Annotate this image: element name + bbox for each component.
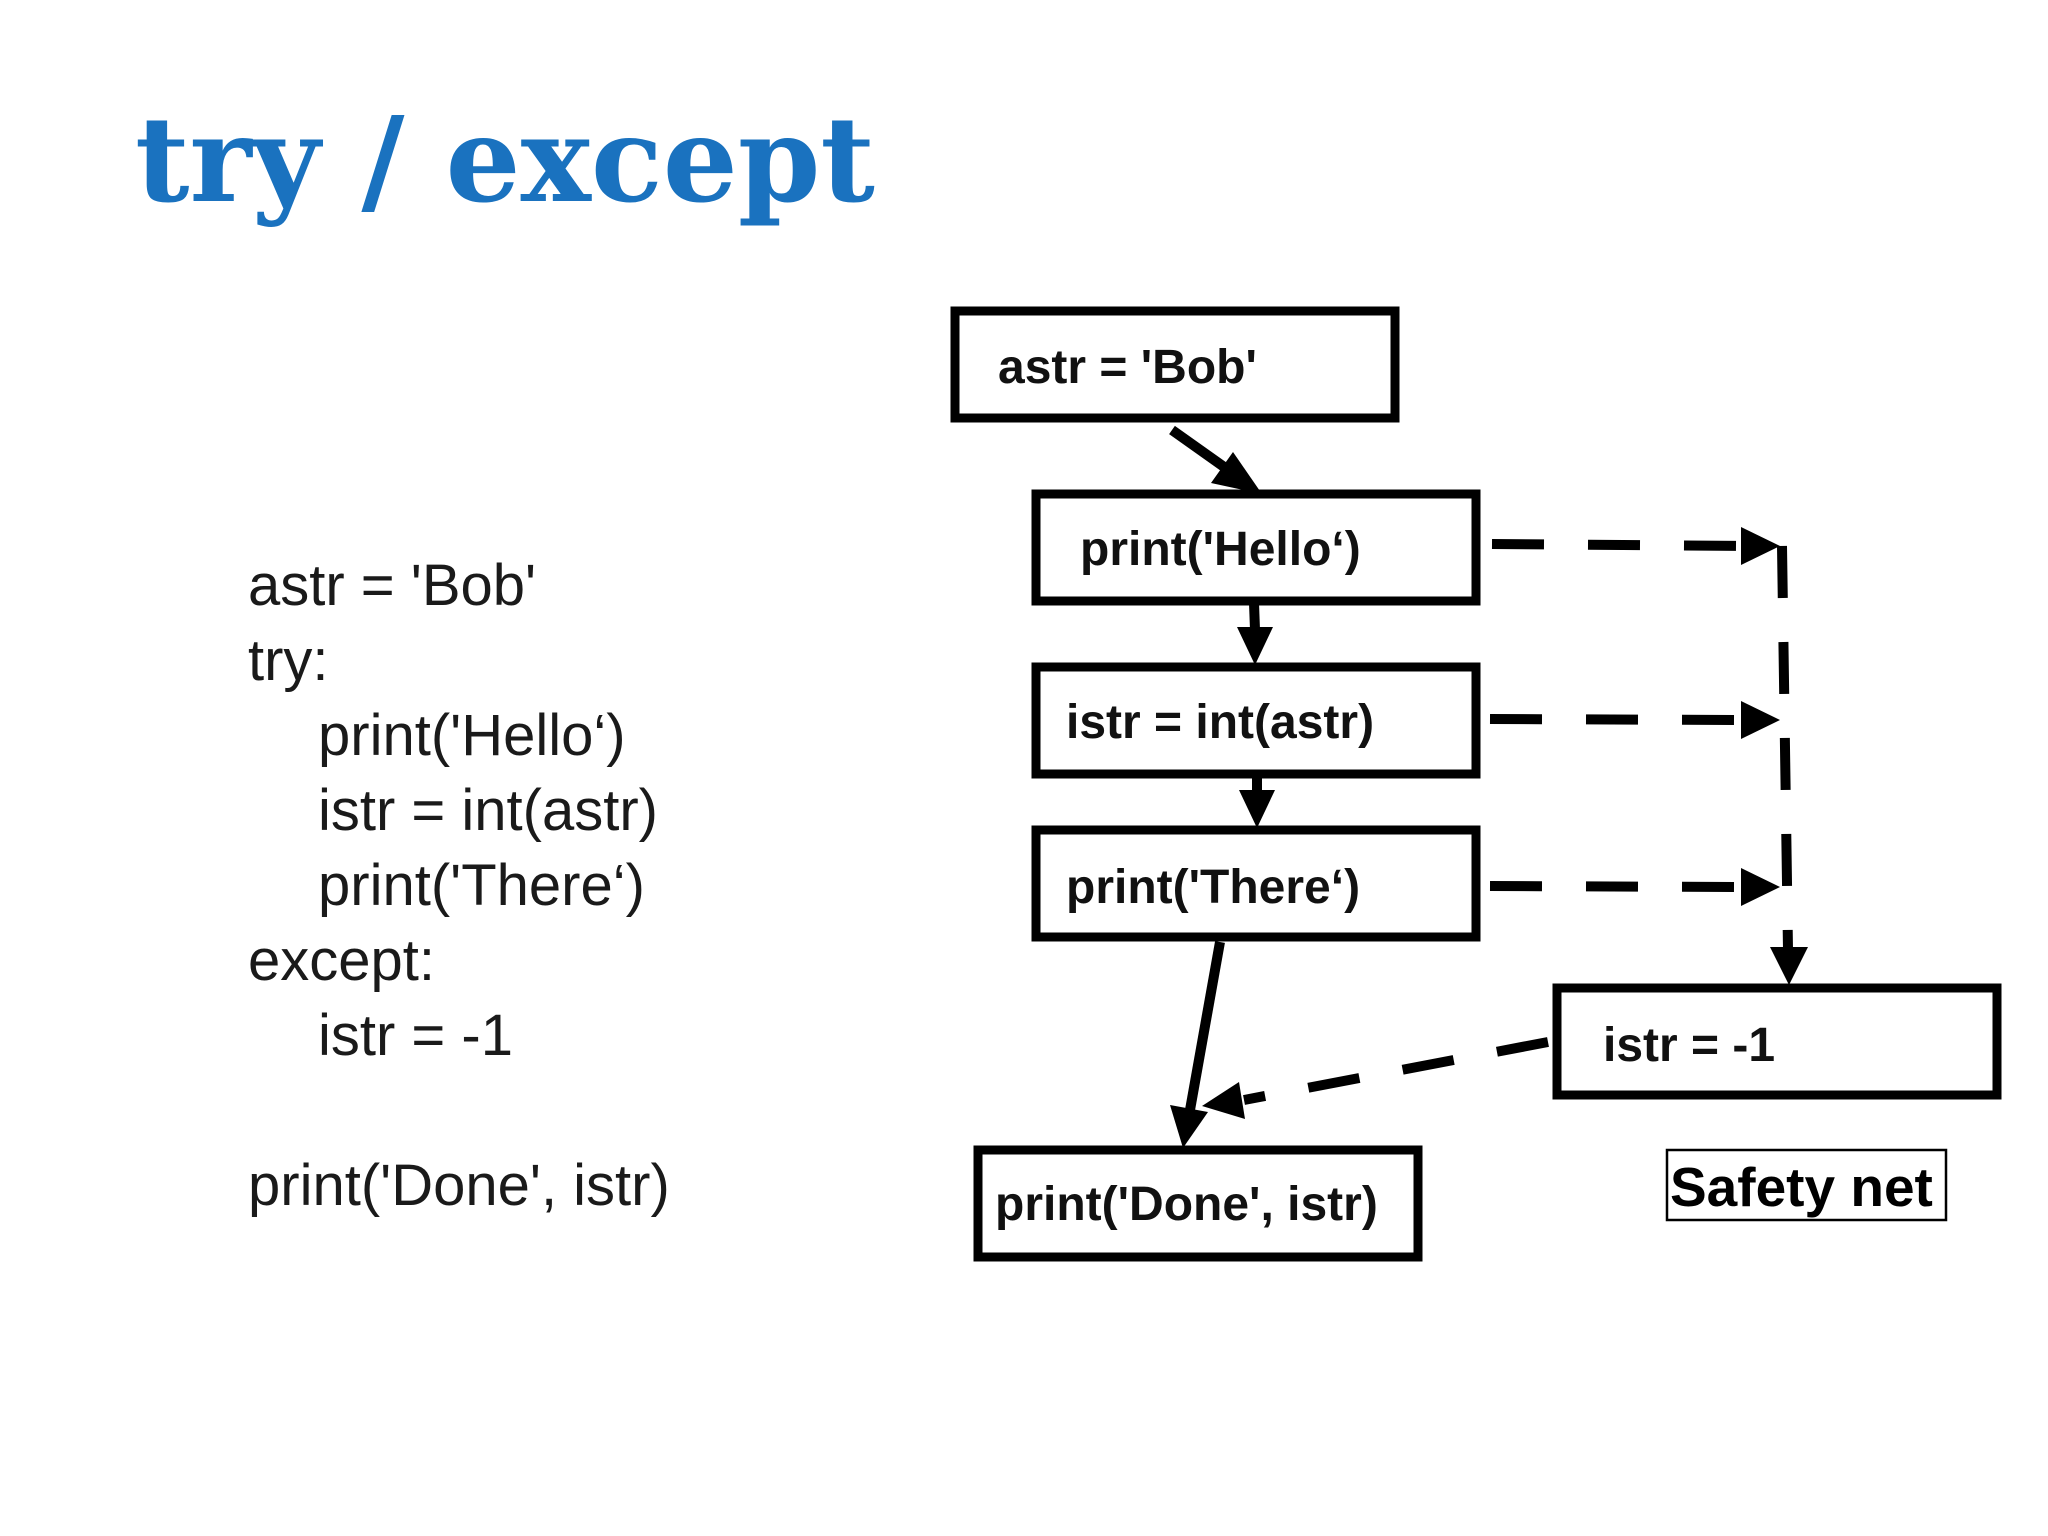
code-line: try: [248, 628, 329, 693]
box-done: print('Done', istr) [973, 1145, 1423, 1262]
box-there: print('There‘) [1031, 825, 1481, 942]
code-listing: astr = 'Bob' try: print('Hello‘) istr = … [248, 548, 670, 1223]
code-line: astr = 'Bob' [248, 553, 537, 618]
box-frame [1031, 825, 1481, 942]
box-assign: astr = 'Bob' [950, 306, 1400, 423]
arrow-there-to-done [1185, 941, 1225, 1111]
normal-flow-arrows [1169, 425, 1275, 1148]
arrow-head [1237, 627, 1273, 665]
dashed-vertical-connector [1777, 545, 1793, 951]
box-convert-label: istr = int(astr) [1066, 696, 1374, 749]
dashed-hello-to-net [1491, 539, 1745, 551]
code-line: print('There‘) [318, 853, 645, 918]
arrow-head [1741, 527, 1780, 565]
box-frame [1031, 662, 1481, 779]
code-line: istr = -1 [318, 1003, 513, 1068]
box-frame [973, 1145, 1423, 1262]
box-convert: istr = int(astr) [1031, 662, 1481, 779]
box-frame [950, 306, 1400, 423]
safety-net-label: Safety net [1670, 1156, 1933, 1218]
dashed-there-to-net [1489, 881, 1745, 892]
box-fallback-label: istr = -1 [1603, 1019, 1775, 1072]
box-assign-label: astr = 'Bob' [998, 341, 1257, 394]
slide-title: try / except [135, 90, 875, 229]
exception-flow-arrows [1202, 527, 1808, 1119]
dashed-fallback-to-done [1243, 1037, 1549, 1105]
arrow-head [1741, 868, 1780, 906]
safety-net-label-box: Safety net [1665, 1148, 1948, 1222]
box-frame [1031, 489, 1481, 606]
arrow-head [1741, 701, 1780, 739]
arrow-head [1211, 452, 1262, 494]
arrow-head [1202, 1082, 1245, 1119]
box-frame [1552, 983, 2002, 1100]
code-line: print('Done', istr) [248, 1153, 670, 1218]
box-hello-label: print('Hello‘) [1080, 523, 1361, 576]
code-line: istr = int(astr) [318, 778, 658, 843]
arrow-head [1170, 1105, 1208, 1148]
dashed-convert-to-net [1489, 714, 1745, 725]
arrow-hello-to-convert [1249, 602, 1260, 631]
box-there-label: print('There‘) [1066, 861, 1360, 914]
arrow-head [1770, 947, 1808, 985]
arrow-head [1239, 790, 1275, 828]
box-fallback: istr = -1 [1552, 983, 2002, 1100]
code-line: print('Hello‘) [318, 703, 626, 768]
code-line: except: [248, 928, 435, 993]
label-frame [1665, 1148, 1948, 1222]
box-done-label: print('Done', istr) [995, 1178, 1378, 1231]
box-hello: print('Hello‘) [1031, 489, 1481, 606]
